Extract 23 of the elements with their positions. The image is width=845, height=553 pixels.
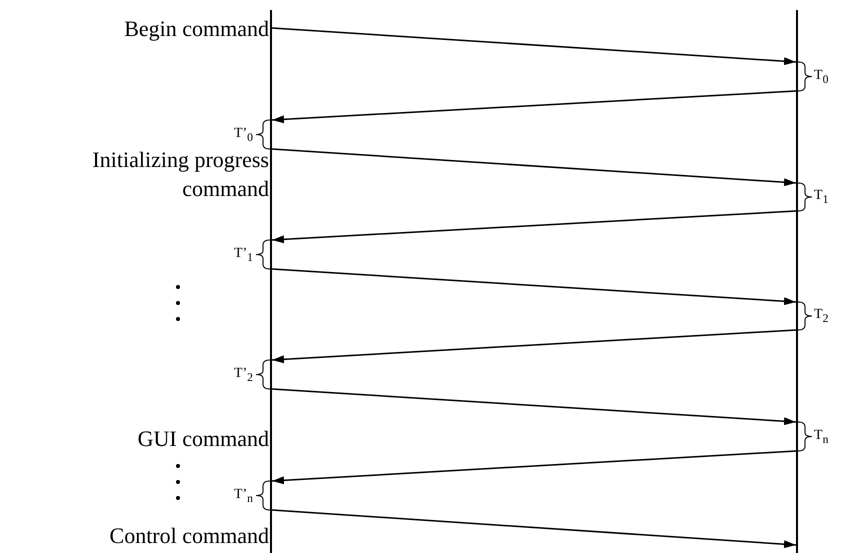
time-label: T$_{0}$ bbox=[814, 68, 828, 88]
time-label: T’$_{n}$ bbox=[234, 486, 253, 506]
command-label: Initializing progress command bbox=[91, 146, 269, 203]
arrow bbox=[272, 329, 796, 364]
arrow bbox=[272, 210, 796, 244]
arrow bbox=[272, 90, 796, 124]
arrow bbox=[272, 27, 796, 66]
lifeline bbox=[796, 10, 798, 553]
command-label: GUI command bbox=[136, 425, 269, 453]
arrow bbox=[272, 388, 796, 426]
time-label: T’$_{2}$ bbox=[234, 366, 253, 386]
command-label: Begin command bbox=[123, 15, 269, 43]
time-label: T’$_{1}$ bbox=[234, 246, 253, 266]
arrow bbox=[272, 509, 796, 548]
time-label: T$_{1}$ bbox=[814, 188, 828, 208]
arrow bbox=[272, 268, 796, 306]
time-label: T$_{n}$ bbox=[814, 428, 828, 448]
command-label: Control command bbox=[108, 522, 269, 550]
arrow bbox=[272, 148, 796, 186]
arrow bbox=[272, 450, 796, 484]
lifeline bbox=[270, 10, 272, 553]
time-label: T’$_{0}$ bbox=[234, 126, 253, 146]
time-label: T$_{2}$ bbox=[814, 307, 828, 327]
